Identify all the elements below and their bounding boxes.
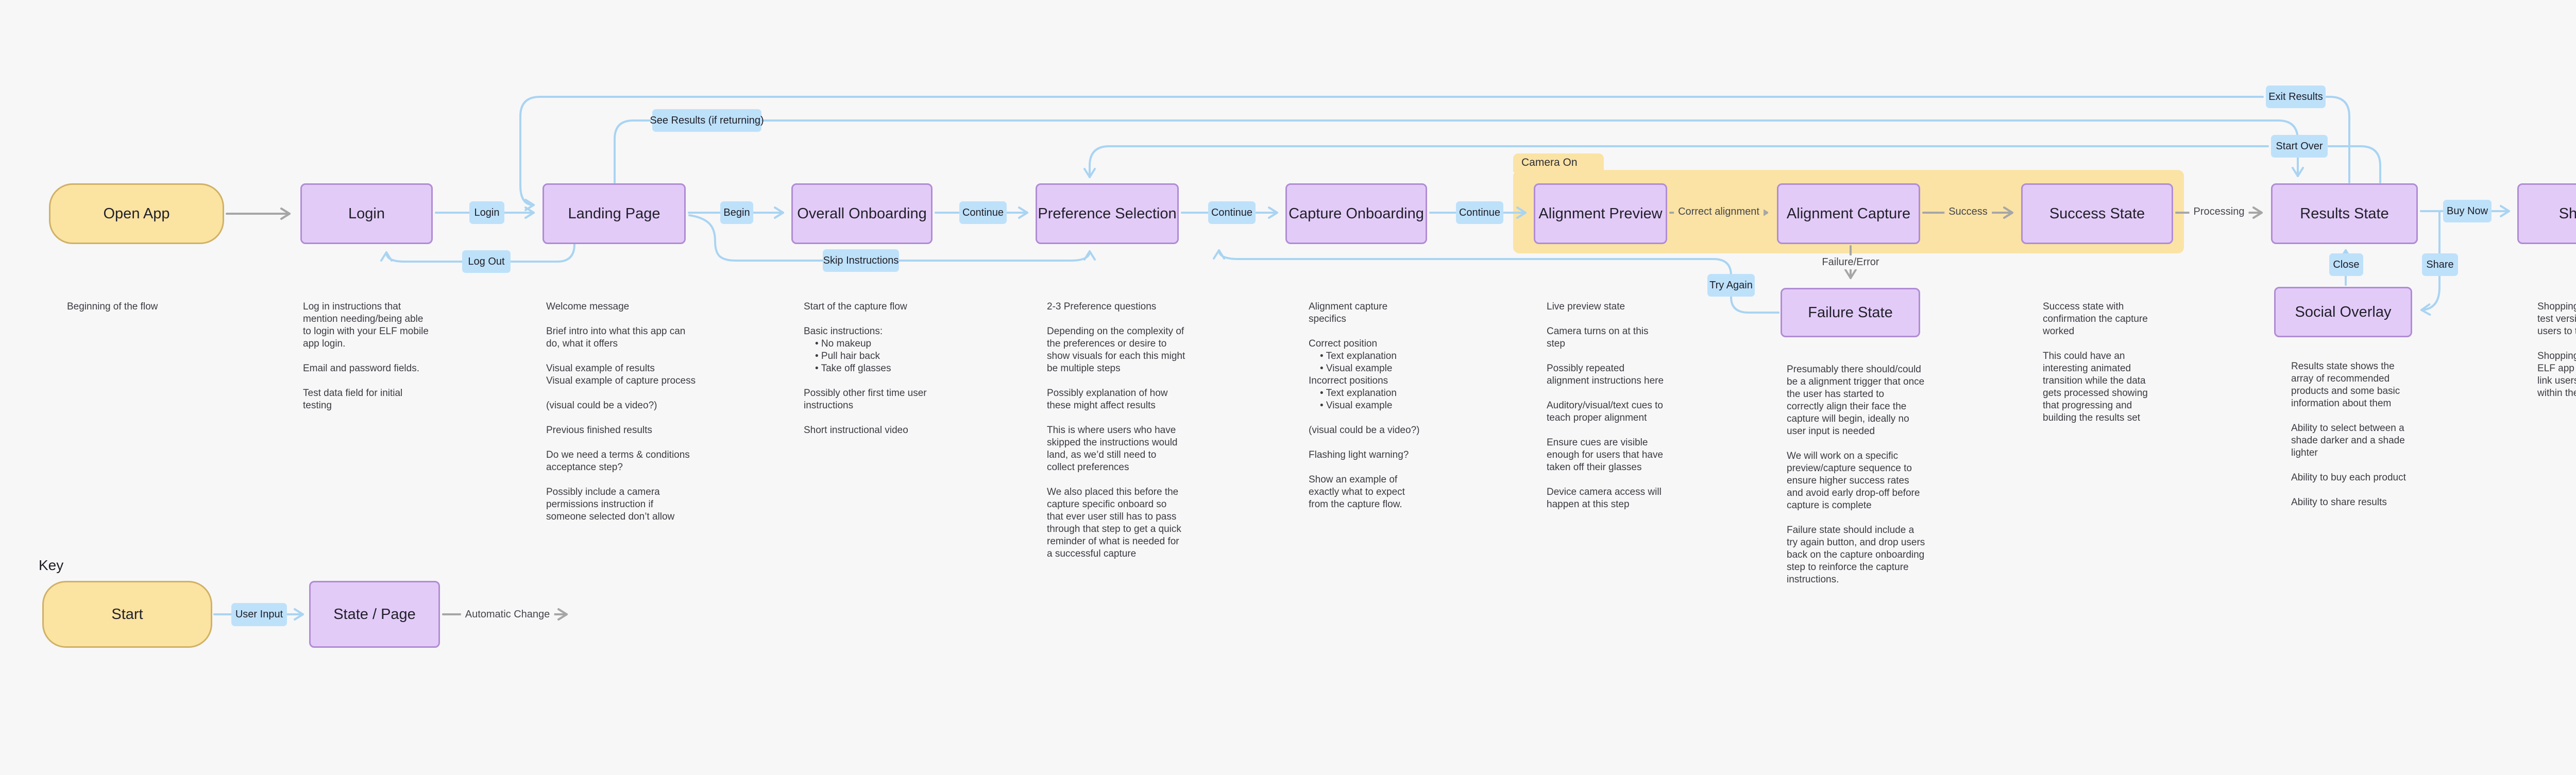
node-failure-state[interactable]: Failure State [1781,288,1920,337]
badge-continue-2[interactable]: Continue [1208,201,1256,224]
node-alignment-capture[interactable]: Alignment Capture [1777,183,1920,244]
node-results-state[interactable]: Results State [2271,183,2418,244]
badge-close[interactable]: Close [2329,253,2363,276]
node-capture-onboarding[interactable]: Capture Onboarding [1285,183,1427,244]
badge-continue-3[interactable]: Continue [1456,201,1503,224]
key-title: Key [39,557,64,573]
node-shopping[interactable]: Shopping [2517,183,2576,244]
key-start-node[interactable]: Start [42,581,212,648]
badge-share[interactable]: Share [2422,253,2458,276]
badge-see-results[interactable]: See Results (if returning) [650,109,764,132]
badge-buy-now[interactable]: Buy Now [2443,200,2492,222]
notes-open-app: Beginning of the flow [67,301,158,312]
key-state-page-node[interactable]: State / Page [309,581,440,648]
node-overall-onboarding[interactable]: Overall Onboarding [791,183,933,244]
node-social-overlay[interactable]: Social Overlay [2274,287,2412,337]
flow-label-processing: Processing [2189,205,2249,219]
flow-label-success: Success [1944,205,1992,219]
camera-on-group-tab[interactable]: Camera On [1513,153,1604,172]
badge-try-again[interactable]: Try Again [1707,274,1755,297]
badge-continue-1[interactable]: Continue [959,201,1007,224]
badge-exit-results[interactable]: Exit Results [2266,85,2326,108]
node-open-app[interactable]: Open App [49,183,224,244]
badge-skip-instructions[interactable]: Skip Instructions [823,249,899,272]
flow-label-correct-alignment: Correct alignment [1674,205,1764,219]
badge-start-over[interactable]: Start Over [2271,135,2328,158]
key-automatic-change-label: Automatic Change [461,608,554,622]
flow-label-failure-error: Failure/Error [1818,255,1884,269]
node-landing-page[interactable]: Landing Page [543,183,686,244]
node-success-state[interactable]: Success State [2021,183,2173,244]
key-user-input-badge[interactable]: User Input [231,603,287,626]
badge-log-out[interactable]: Log Out [462,250,511,273]
badge-login[interactable]: Login [469,201,504,224]
node-preference-selection[interactable]: Preference Selection [1036,183,1179,244]
notes-shopping: Shopping experience fortest version coul… [2537,301,2576,399]
node-login[interactable]: Login [300,183,433,244]
badge-begin[interactable]: Begin [720,201,753,224]
node-alignment-preview[interactable]: Alignment Preview [1534,183,1667,244]
